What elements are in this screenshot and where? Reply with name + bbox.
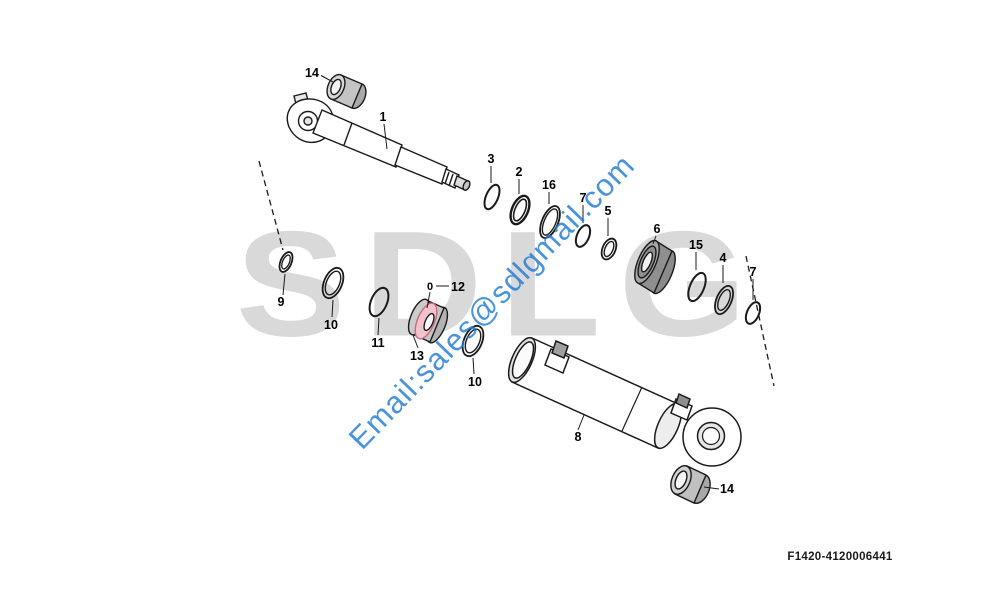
part-label-12: 12 [451, 280, 465, 294]
part-label-8: 8 [575, 430, 582, 444]
part-14-bushing-bottom [670, 465, 711, 504]
piston-bore [423, 312, 435, 332]
part-11-oring [368, 286, 390, 318]
barrel-bore [511, 341, 535, 379]
leader-lines [282, 75, 754, 490]
dashed-boundary-left [258, 160, 284, 251]
part-16-seal-ring [539, 205, 561, 239]
part-label-13: 13 [410, 349, 424, 363]
part-7-oring-b [744, 301, 762, 325]
bushing-bore [674, 470, 688, 490]
figure-code: F1420-4120006441 [787, 551, 892, 563]
part-label-14-top: 14 [305, 66, 319, 80]
dashed-boundary-right [745, 255, 775, 387]
part-label-6: 6 [654, 222, 661, 236]
part-9-oring [278, 251, 294, 273]
part-5-seal-ring [600, 237, 618, 261]
part-label-16: 16 [542, 178, 556, 192]
part-label-7b: 7 [750, 265, 757, 279]
part-label-5: 5 [605, 204, 612, 218]
part-label-1: 1 [380, 110, 387, 124]
part-label-3: 3 [488, 152, 495, 166]
part-8-cylinder-barrel [507, 336, 742, 467]
part-label-4: 4 [720, 251, 727, 265]
part-label-10b: 10 [468, 375, 482, 389]
part-10-ring-b [461, 324, 485, 358]
part-label-10a: 10 [324, 318, 338, 332]
part-1-piston-rod [286, 92, 471, 191]
bushing-bore [330, 78, 342, 96]
part-6-gland [634, 239, 676, 295]
part-label-0: 0 [427, 281, 433, 293]
part-10-ring-a [321, 266, 345, 300]
part-label-9: 9 [278, 295, 285, 309]
part-4-seal-ring [714, 284, 734, 316]
part-label-11: 11 [371, 336, 384, 350]
part-label-14-bottom: 14 [720, 482, 734, 496]
part-label-2: 2 [516, 165, 523, 179]
part-7-oring-a [574, 224, 592, 248]
part-3-oring [483, 183, 501, 211]
part-label-15: 15 [689, 238, 703, 252]
part-14-bushing-top [326, 73, 367, 110]
part-13-piston [407, 298, 449, 344]
part-label-7a: 7 [580, 191, 587, 205]
gland-bore [640, 251, 654, 273]
part-15-ring [687, 271, 707, 303]
part-2-seal-ring [509, 194, 531, 226]
